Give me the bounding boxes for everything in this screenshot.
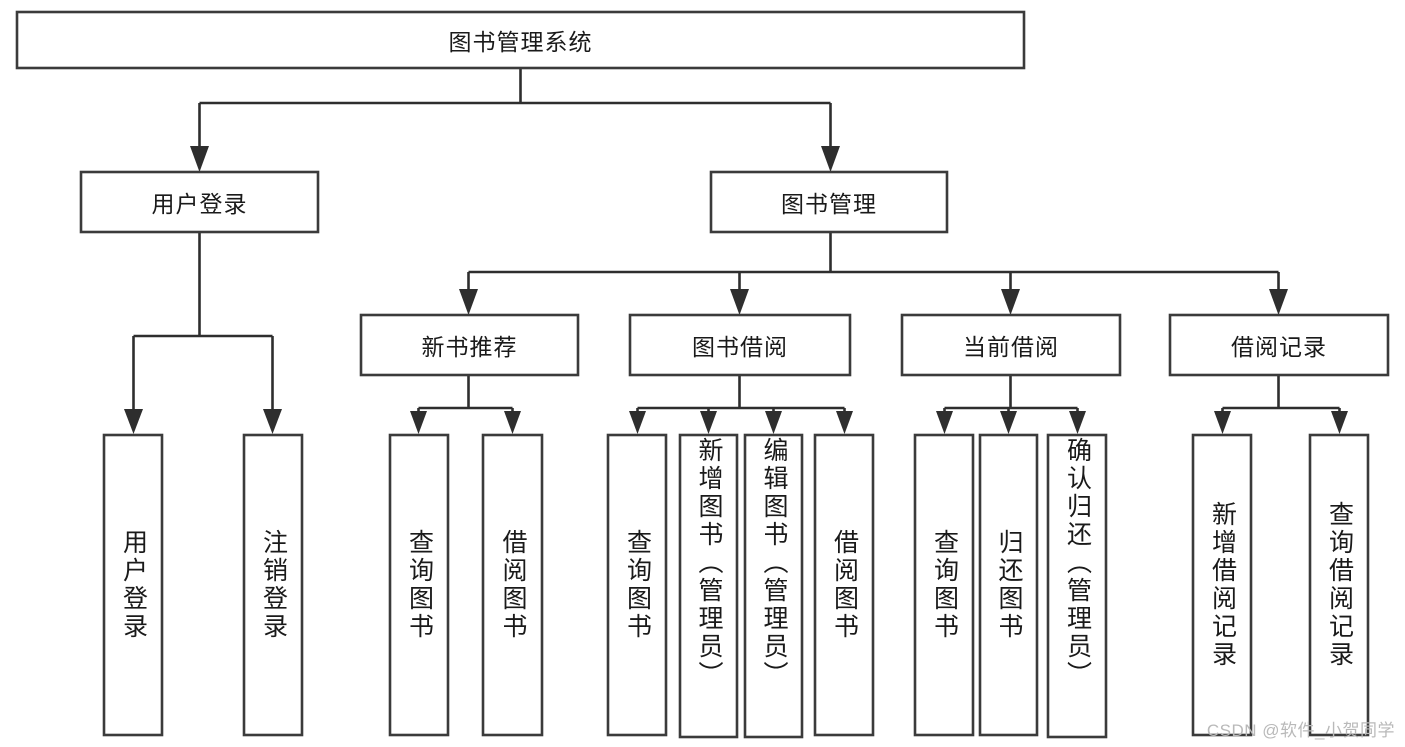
- node-box-leaf-13[interactable]: [1308, 433, 1370, 737]
- connector-group-login: [124, 232, 282, 434]
- node-box-leaf-10[interactable]: [978, 433, 1039, 737]
- node-box-leaf-2[interactable]: [242, 433, 304, 737]
- node-box-leaf-8[interactable]: [813, 433, 875, 737]
- arrow-head-icon: [1331, 411, 1348, 434]
- node-box-leaf-1[interactable]: [102, 433, 164, 737]
- arrow-head-icon: [459, 289, 478, 315]
- node-box-current[interactable]: [900, 313, 1122, 377]
- arrow-head-icon: [836, 411, 853, 434]
- arrow-head-icon: [936, 411, 953, 434]
- arrow-head-icon: [1000, 411, 1017, 434]
- node-box-newbook[interactable]: [359, 313, 580, 377]
- node-box-bookmgmt[interactable]: [709, 170, 949, 234]
- connector-group-bookmgmt: [459, 232, 1288, 315]
- arrow-head-icon: [1269, 289, 1288, 315]
- connector-group-borrow: [629, 375, 853, 434]
- arrow-head-icon: [1001, 289, 1020, 315]
- arrow-head-icon: [730, 289, 749, 315]
- arrow-head-icon: [629, 411, 646, 434]
- arrow-head-icon: [1214, 411, 1231, 434]
- node-box-login[interactable]: [79, 170, 320, 234]
- node-box-leaf-4[interactable]: [481, 433, 544, 737]
- node-box-root[interactable]: [15, 10, 1026, 70]
- connector-group-current: [936, 375, 1086, 434]
- arrow-head-icon: [124, 409, 143, 434]
- arrow-head-icon: [410, 411, 427, 434]
- arrow-head-icon: [190, 146, 209, 172]
- node-boxes: [15, 10, 1390, 739]
- arrow-head-icon: [263, 409, 282, 434]
- arrow-head-icon: [1069, 411, 1086, 434]
- arrow-head-icon: [504, 411, 521, 434]
- node-box-leaf-6[interactable]: [678, 433, 739, 739]
- connector-group-records: [1214, 375, 1348, 434]
- arrow-head-icon: [700, 411, 717, 434]
- node-box-leaf-5[interactable]: [606, 433, 668, 737]
- node-box-leaf-3[interactable]: [388, 433, 450, 737]
- node-box-leaf-12[interactable]: [1191, 433, 1253, 737]
- connector-group-root: [190, 68, 840, 172]
- node-box-borrow[interactable]: [628, 313, 852, 377]
- node-box-leaf-9[interactable]: [913, 433, 975, 737]
- connector-group-newbook: [410, 375, 521, 434]
- node-box-leaf-7[interactable]: [743, 433, 804, 739]
- arrow-head-icon: [821, 146, 840, 172]
- node-box-leaf-11[interactable]: [1046, 433, 1108, 739]
- node-box-records[interactable]: [1168, 313, 1390, 377]
- arrow-head-icon: [765, 411, 782, 434]
